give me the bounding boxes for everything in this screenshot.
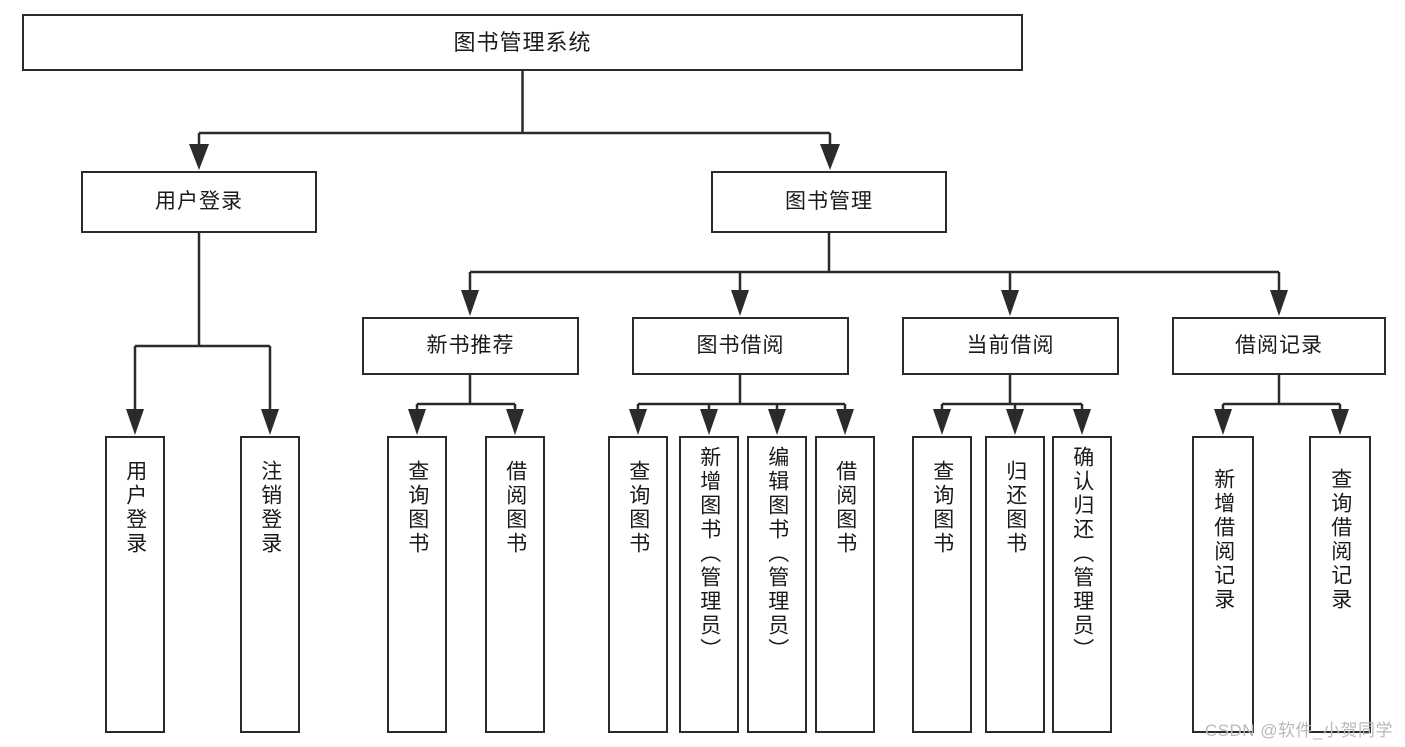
- node-leaf-query-borrow-record[interactable]: 查询借阅记录: [1309, 436, 1371, 733]
- node-leaf-user-logout[interactable]: 注销登录: [240, 436, 300, 733]
- leaf-label: 借阅图书: [503, 460, 527, 556]
- leaf-label: 注销登录: [258, 460, 282, 556]
- edge-bookborrow-to-leaves: [629, 375, 854, 435]
- node-leaf-borrow-book-borrow[interactable]: 借阅图书: [815, 436, 875, 733]
- arrowhead-icon: [700, 409, 718, 435]
- node-leaf-user-login[interactable]: 用户登录: [105, 436, 165, 733]
- node-leaf-query-book-newbook[interactable]: 查询图书: [387, 436, 447, 733]
- edge-borrowrecord-to-leaves: [1214, 375, 1349, 435]
- edge-root-to-level1: [189, 71, 840, 170]
- edge-userlogin-to-leaves: [126, 233, 279, 435]
- edge-bookmanage-to-level2: [461, 233, 1288, 316]
- leaf-label: 查询图书: [405, 460, 429, 556]
- arrowhead-icon: [933, 409, 951, 435]
- leaf-label: 新增图书（管理员）: [697, 446, 721, 662]
- arrowhead-icon: [1331, 409, 1349, 435]
- arrowhead-icon: [506, 409, 524, 435]
- arrowhead-icon: [768, 409, 786, 435]
- arrowhead-icon: [820, 144, 840, 170]
- leaf-label: 新增借阅记录: [1211, 468, 1235, 612]
- leaf-label: 借阅图书: [833, 460, 857, 556]
- node-leaf-confirm-return-admin[interactable]: 确认归还（管理员）: [1052, 436, 1112, 733]
- arrowhead-icon: [836, 409, 854, 435]
- node-book-borrow[interactable]: 图书借阅: [632, 317, 849, 375]
- arrowhead-icon: [461, 290, 479, 316]
- node-user-login[interactable]: 用户登录: [81, 171, 317, 233]
- node-root-book-management-system[interactable]: 图书管理系统: [22, 14, 1023, 71]
- node-borrow-record[interactable]: 借阅记录: [1172, 317, 1386, 375]
- leaf-label: 用户登录: [123, 460, 147, 556]
- arrowhead-icon: [1270, 290, 1288, 316]
- leaf-label: 归还图书: [1003, 460, 1027, 556]
- node-new-book-recommend[interactable]: 新书推荐: [362, 317, 579, 375]
- node-current-borrow[interactable]: 当前借阅: [902, 317, 1119, 375]
- arrowhead-icon: [731, 290, 749, 316]
- leaf-label: 查询图书: [930, 460, 954, 556]
- node-leaf-borrow-book-newbook[interactable]: 借阅图书: [485, 436, 545, 733]
- node-leaf-add-borrow-record[interactable]: 新增借阅记录: [1192, 436, 1254, 733]
- edge-newbook-to-leaves: [408, 375, 524, 435]
- node-leaf-add-book-admin[interactable]: 新增图书（管理员）: [679, 436, 739, 733]
- node-book-manage[interactable]: 图书管理: [711, 171, 947, 233]
- arrowhead-icon: [1001, 290, 1019, 316]
- arrowhead-icon: [1006, 409, 1024, 435]
- arrowhead-icon: [189, 144, 209, 170]
- node-leaf-edit-book-admin[interactable]: 编辑图书（管理员）: [747, 436, 807, 733]
- leaf-label: 确认归还（管理员）: [1070, 446, 1094, 662]
- arrowhead-icon: [629, 409, 647, 435]
- leaf-label: 编辑图书（管理员）: [765, 446, 789, 662]
- edge-currentborrow-to-leaves: [933, 375, 1091, 435]
- arrowhead-icon: [261, 409, 279, 435]
- leaf-label: 查询图书: [626, 460, 650, 556]
- node-leaf-query-book-current[interactable]: 查询图书: [912, 436, 972, 733]
- leaf-label: 查询借阅记录: [1328, 468, 1352, 612]
- arrowhead-icon: [1073, 409, 1091, 435]
- node-leaf-return-book[interactable]: 归还图书: [985, 436, 1045, 733]
- csdn-watermark: CSDN @软件_小贺同学: [1204, 721, 1393, 740]
- arrowhead-icon: [126, 409, 144, 435]
- node-leaf-query-book-borrow[interactable]: 查询图书: [608, 436, 668, 733]
- arrowhead-icon: [408, 409, 426, 435]
- arrowhead-icon: [1214, 409, 1232, 435]
